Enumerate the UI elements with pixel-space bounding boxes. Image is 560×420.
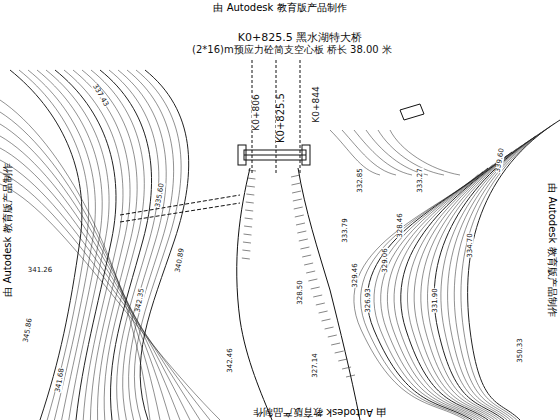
contour-line — [0, 160, 200, 420]
elevation: 329.46 — [352, 263, 359, 288]
contour-line — [361, 171, 484, 420]
contour-line — [454, 126, 550, 420]
elevation: 345.86 — [22, 317, 33, 342]
elevation: 329.06 — [382, 248, 389, 273]
contour-line — [73, 70, 130, 420]
contour-line — [434, 136, 536, 420]
contour-line — [37, 70, 102, 420]
contour-line — [374, 165, 493, 420]
contour-line — [367, 168, 488, 420]
contour-lines — [0, 70, 560, 420]
elevation: 333.27 — [417, 168, 424, 193]
elevation: 337.43 — [91, 83, 109, 108]
watermark: 由 Autodesk 教育版产品制作 — [547, 183, 557, 316]
elevation: 340.89 — [174, 247, 185, 272]
contour-line — [448, 130, 546, 420]
watermark: 由 Autodesk 教育版产品制作 — [253, 407, 386, 417]
contour-line — [46, 70, 109, 420]
contour-line — [428, 139, 532, 420]
station-label: K0+825.5 — [276, 93, 286, 143]
elevation: 328.46 — [397, 213, 404, 238]
contour-line — [0, 148, 190, 420]
contour-line — [0, 100, 150, 420]
elevation: 331.90 — [432, 288, 439, 313]
contour-line — [0, 112, 160, 420]
watermark: 由 Autodesk 教育版产品制作 — [213, 3, 346, 13]
contour-line — [441, 133, 541, 420]
station-label: K0+806 — [251, 94, 260, 130]
elevation: 327.14 — [312, 353, 319, 378]
contour-line — [0, 172, 210, 420]
contour-line — [378, 130, 444, 175]
contour-line — [0, 184, 220, 420]
elevation: 350.33 — [517, 338, 524, 363]
elevation: 328.50 — [297, 280, 304, 305]
contour-line — [0, 124, 170, 420]
elevation: 326.93 — [365, 288, 372, 313]
contour-line — [118, 70, 166, 420]
river-banks — [120, 60, 424, 420]
elevation: 339.60 — [494, 147, 505, 172]
contour-line — [468, 120, 560, 420]
bridge-name: K0+825.5 黑水湖特大桥 — [238, 32, 362, 43]
contour-line — [342, 130, 396, 175]
elevation: 334.70 — [467, 233, 474, 258]
elevation: 341.68 — [54, 367, 65, 392]
elevation: 342.46 — [227, 348, 234, 373]
contour-line — [421, 142, 527, 420]
station-label: K0+844 — [311, 86, 320, 122]
watermark: 由 Autodesk 教育版产品制作 — [3, 163, 13, 296]
contour-line — [390, 130, 460, 175]
contour-line — [100, 70, 152, 420]
contour-line — [64, 70, 123, 420]
elevation: 341.26 — [28, 267, 53, 274]
contour-line — [461, 123, 555, 420]
contour-line — [354, 174, 478, 420]
contour-line — [109, 70, 159, 420]
bridge-spec: (2*16)m预应力砼简支空心板 桥长 38.00 米 — [192, 45, 392, 55]
contour-line — [330, 130, 380, 175]
elevation: 333.79 — [342, 218, 349, 243]
elevation: 332.85 — [357, 168, 364, 193]
contour-line — [381, 162, 498, 420]
bank-hatching — [242, 170, 355, 377]
elevation: 342.35 — [134, 287, 145, 312]
